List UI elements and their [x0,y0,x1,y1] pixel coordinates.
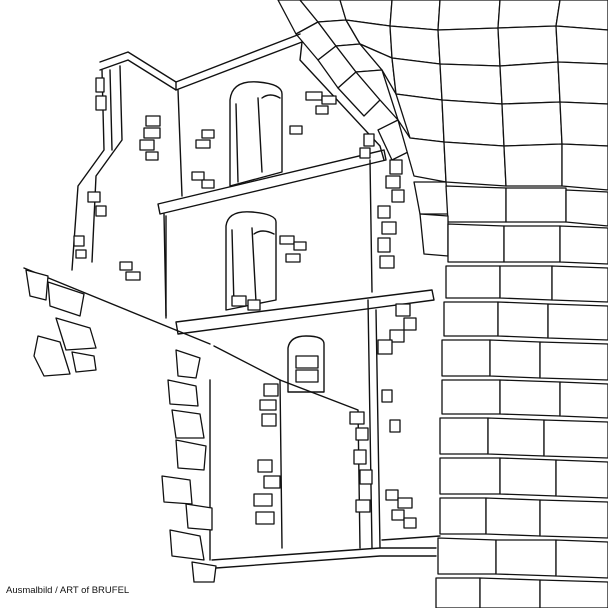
brick-patches [73,77,417,529]
artist-credit-caption: Ausmalbild / ART of BRUFEL [6,585,130,596]
arch-and-stone-wall [277,0,608,608]
house-upper-floors [71,33,441,569]
left-rubble-wall [23,267,217,583]
